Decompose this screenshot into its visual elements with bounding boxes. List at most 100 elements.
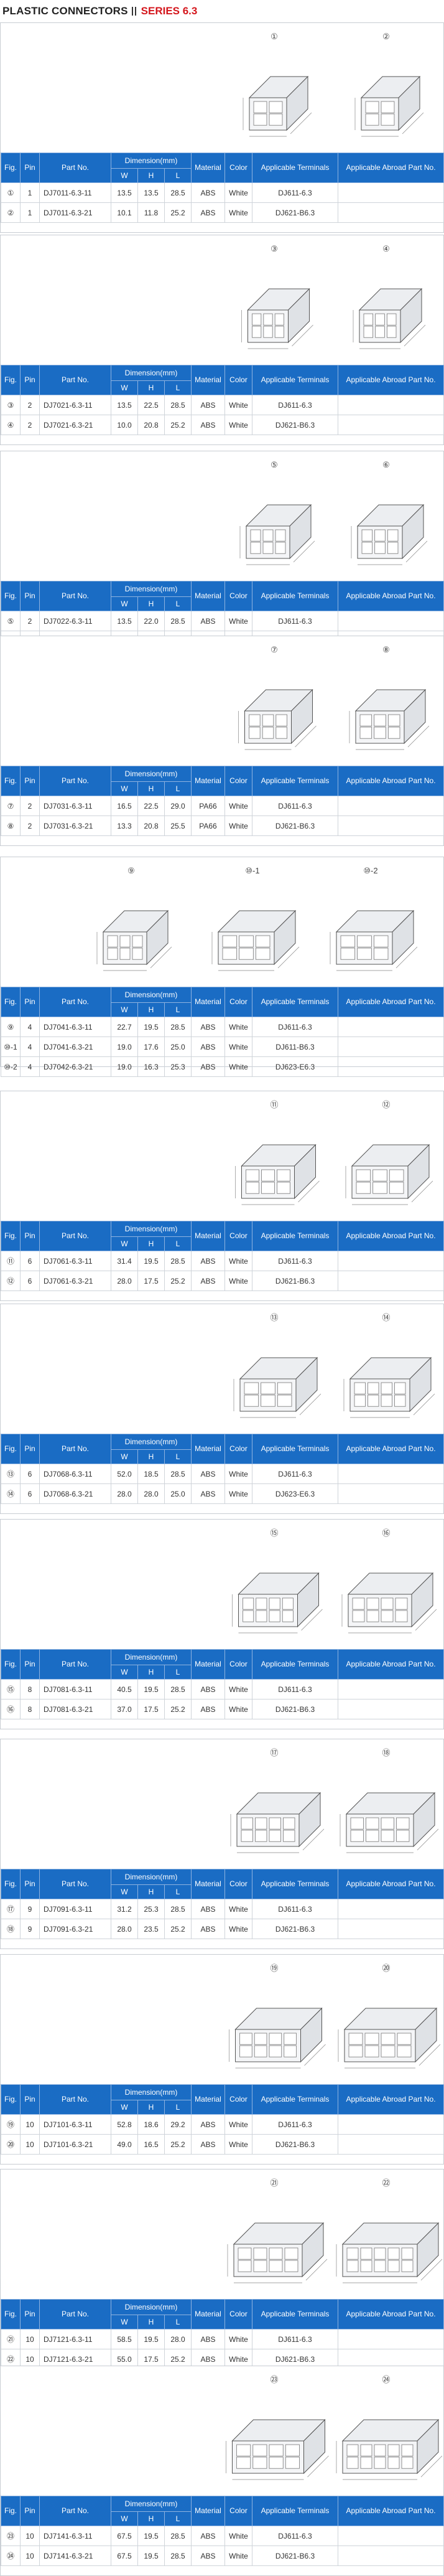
cell-abroad — [338, 1483, 444, 1504]
col-header-pin: Pin — [20, 1649, 40, 1680]
cell-part-no: DJ7081-6.3-11 — [39, 1679, 111, 1699]
col-header-terminals: Applicable Terminals — [252, 1434, 338, 1464]
col-header-fig: Fig. — [1, 766, 21, 796]
connector-drawing — [230, 1792, 325, 1853]
cell-material: ABS — [191, 1464, 225, 1484]
cell-terminals: DJ611-6.3 — [252, 1251, 338, 1271]
col-header-l: L — [164, 380, 192, 395]
cell-h: 19.5 — [137, 2329, 165, 2349]
cell-part-no: DJ7091-6.3-11 — [39, 1899, 111, 1919]
col-header-l: L — [164, 1449, 192, 1464]
col-header-terminals: Applicable Terminals — [252, 365, 338, 395]
cell-color: White — [224, 1251, 252, 1271]
col-header-part-no: Part No. — [39, 365, 111, 395]
col-header-material: Material — [191, 1649, 225, 1680]
col-header-h: H — [137, 2315, 165, 2329]
connector-drawing — [241, 288, 313, 349]
cell-w: 49.0 — [111, 2134, 138, 2155]
col-header-part-no: Part No. — [39, 766, 111, 796]
cell-color: White — [224, 1679, 252, 1699]
col-header-pin: Pin — [20, 766, 40, 796]
connector-drawing — [227, 2222, 328, 2283]
cell-h: 19.5 — [137, 2545, 165, 2566]
col-header-color: Color — [224, 2496, 252, 2526]
col-header-dimension: Dimension(mm) — [111, 987, 192, 1003]
connector-drawing — [239, 504, 315, 565]
cell-h: 19.5 — [137, 1679, 165, 1699]
cell-color: White — [224, 395, 252, 415]
col-header-pin: Pin — [20, 1221, 40, 1251]
cell-abroad — [338, 611, 444, 631]
col-header-terminals: Applicable Terminals — [252, 987, 338, 1017]
cell-pin: 10 — [20, 2114, 40, 2135]
cell-l: 25.2 — [164, 1919, 192, 1939]
cell-pin: 10 — [20, 2329, 40, 2349]
col-header-part-no: Part No. — [39, 2299, 111, 2329]
cell-terminals: DJ611-6.3 — [252, 796, 338, 816]
connector-drawing — [345, 1144, 433, 1205]
col-header-h: H — [137, 1665, 165, 1680]
col-header-dimension: Dimension(mm) — [111, 2084, 192, 2100]
cell-l: 28.5 — [164, 1251, 192, 1271]
col-header-part-no: Part No. — [39, 1434, 111, 1464]
cell-l: 25.2 — [164, 415, 192, 435]
col-header-abroad: Applicable Abroad Part No. — [338, 581, 444, 611]
cell-material: ABS — [191, 2329, 225, 2349]
connector-drawing — [354, 75, 424, 137]
cell-part-no: DJ7121-6.3-11 — [39, 2329, 111, 2349]
cell-h: 18.6 — [137, 2114, 165, 2135]
col-header-terminals: Applicable Terminals — [252, 581, 338, 611]
cell-part-no: DJ7011-6.3-11 — [39, 182, 111, 203]
col-header-dimension: Dimension(mm) — [111, 766, 192, 782]
col-header-abroad: Applicable Abroad Part No. — [338, 2496, 444, 2526]
col-header-h: H — [137, 781, 165, 796]
cell-pin: 4 — [20, 1056, 40, 1077]
col-header-terminals: Applicable Terminals — [252, 153, 338, 183]
page-title: PLASTIC CONNECTORS — [2, 5, 128, 17]
col-header-pin: Pin — [20, 1434, 40, 1464]
cell-terminals: DJ611-6.3 — [252, 1464, 338, 1484]
cell-part-no: DJ7141-6.3-11 — [39, 2526, 111, 2546]
col-header-abroad: Applicable Abroad Part No. — [338, 2299, 444, 2329]
figure-label: ⑪ — [270, 1100, 278, 1109]
cell-part-no: DJ7021-6.3-11 — [39, 395, 111, 415]
cell-fig: ⑩-2 — [1, 1056, 21, 1077]
cell-w: 16.5 — [111, 796, 138, 816]
col-header-w: W — [111, 2315, 138, 2329]
col-header-abroad: Applicable Abroad Part No. — [338, 365, 444, 395]
col-header-l: L — [164, 596, 192, 611]
col-header-terminals: Applicable Terminals — [252, 2496, 338, 2526]
cell-material: ABS — [191, 2114, 225, 2135]
col-header-fig: Fig. — [1, 153, 21, 183]
cell-part-no: DJ7031-6.3-11 — [39, 796, 111, 816]
col-header-abroad: Applicable Abroad Part No. — [338, 2084, 444, 2115]
figure-label: ⑭ — [382, 1313, 390, 1322]
cell-terminals: DJ611-6.3 — [252, 1899, 338, 1919]
cell-l: 28.0 — [164, 2329, 192, 2349]
col-header-l: L — [164, 1236, 192, 1251]
col-header-pin: Pin — [20, 153, 40, 183]
cell-w: 13.3 — [111, 816, 138, 836]
cell-l: 25.2 — [164, 202, 192, 223]
cell-abroad — [338, 796, 444, 816]
cell-w: 37.0 — [111, 1699, 138, 1719]
col-header-l: L — [164, 1884, 192, 1899]
col-header-w: W — [111, 781, 138, 796]
cell-w: 52.0 — [111, 1464, 138, 1484]
cell-color: White — [224, 1699, 252, 1719]
cell-l: 25.0 — [164, 1037, 192, 1057]
connector-drawing — [351, 504, 428, 565]
cell-abroad — [338, 1464, 444, 1484]
col-header-terminals: Applicable Terminals — [252, 1221, 338, 1251]
